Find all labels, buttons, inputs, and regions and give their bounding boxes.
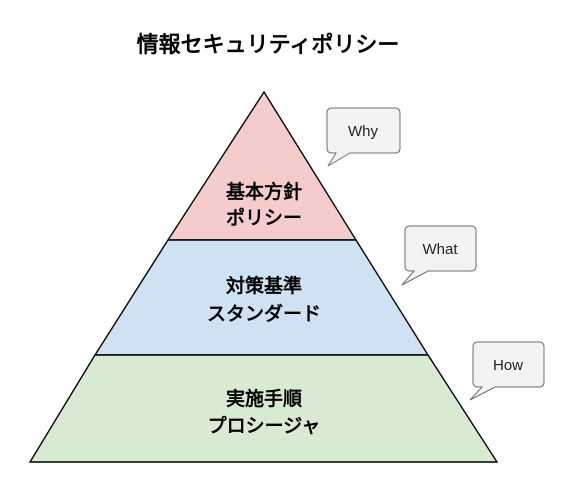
callout-what-text: What <box>422 241 458 258</box>
callout-how: How <box>469 341 545 401</box>
callout-what: What <box>401 225 477 286</box>
tier-procedure-sublabel: プロシージャ <box>208 414 321 437</box>
callout-how-text: How <box>493 357 523 374</box>
tier-policy-label: 基本方針 <box>225 180 302 203</box>
callout-why: Why <box>326 107 401 167</box>
diagram-title: 情報セキュリティポリシー <box>137 32 400 58</box>
callout-how-bubble <box>469 341 545 401</box>
tier-policy-sublabel: ポリシー <box>226 206 302 229</box>
tier-standard-label: 対策基準 <box>225 274 302 297</box>
callout-what-bubble <box>401 225 477 286</box>
tier-standard-sublabel: スタンダード <box>207 302 321 325</box>
callout-why-text: Why <box>348 123 379 140</box>
tier-procedure <box>28 354 499 463</box>
tier-procedure-label: 実施手順 <box>226 387 303 410</box>
callout-why-bubble <box>326 107 401 167</box>
tier-standard <box>93 239 430 356</box>
